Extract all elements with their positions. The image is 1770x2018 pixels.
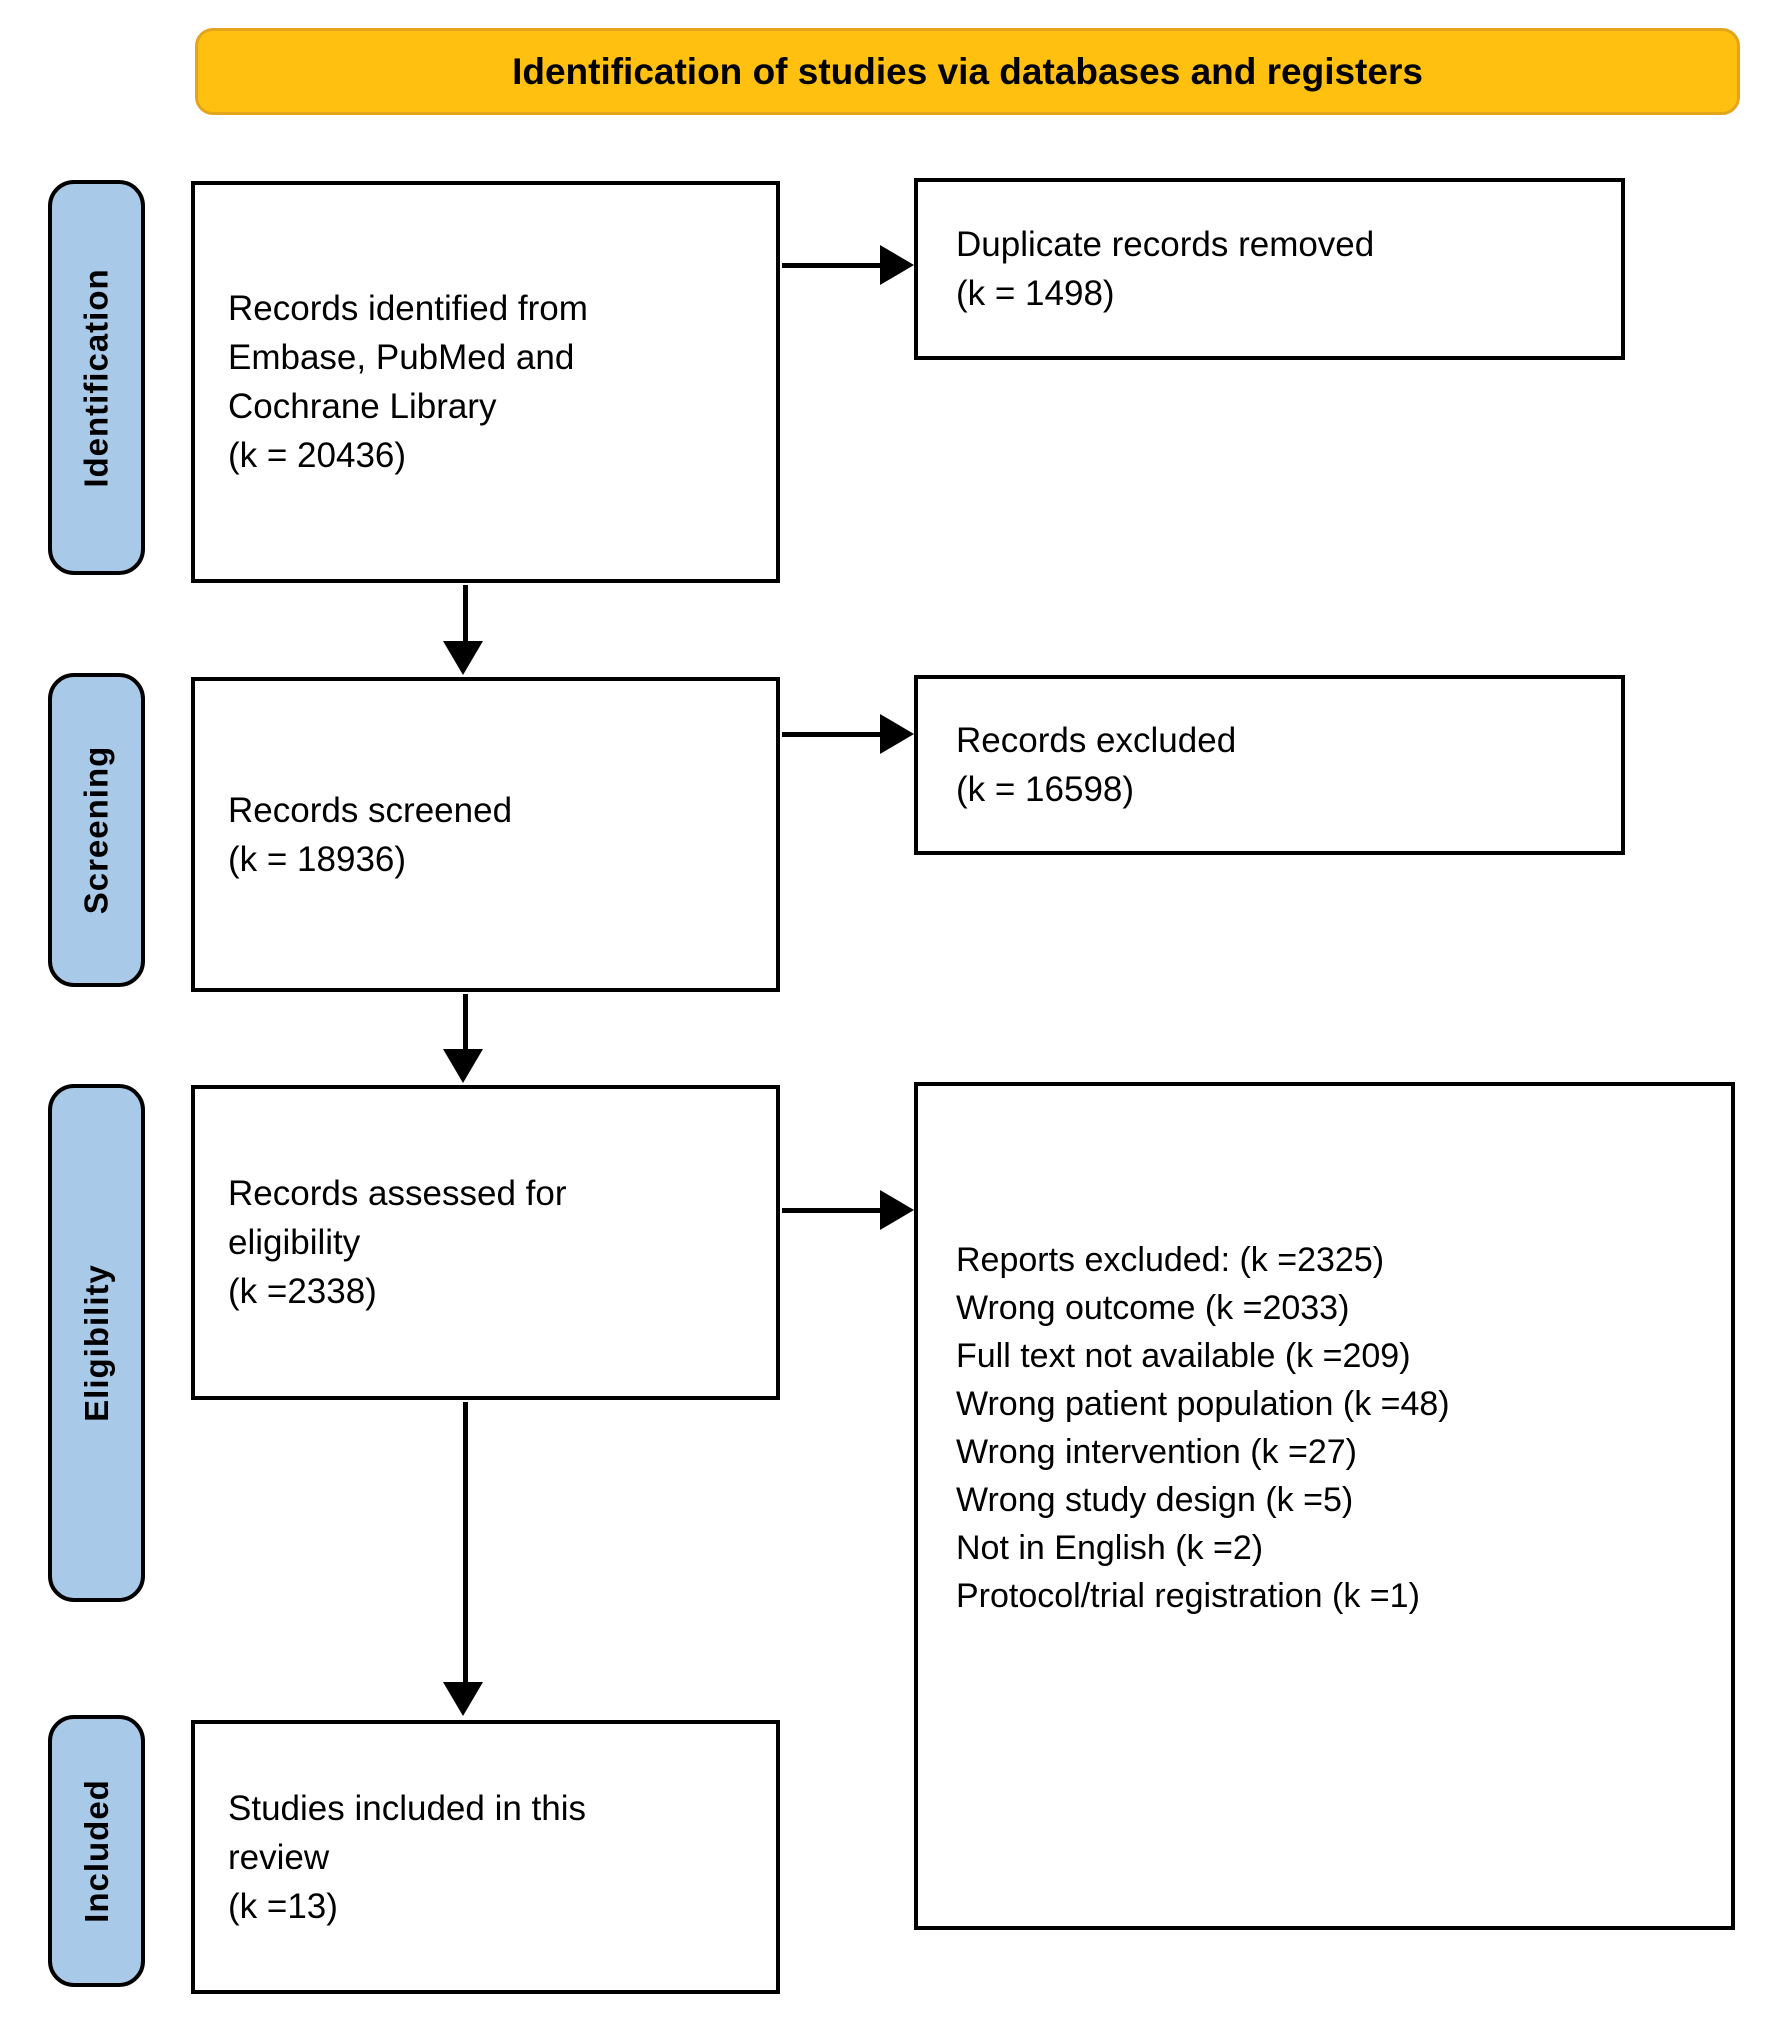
- title-banner: Identification of studies via databases …: [195, 28, 1740, 115]
- stage-eligibility-label: Eligibility: [77, 1264, 115, 1422]
- reports-excluded-line: Wrong patient population (k =48): [956, 1385, 1450, 1423]
- arrow-screened-to-excluded-head: [880, 714, 914, 754]
- arrow-assessed-to-reports-head: [880, 1190, 914, 1230]
- reports-excluded-line: Protocol/trial registration (k =1): [956, 1577, 1420, 1615]
- arrow-identified-to-screened-head: [443, 641, 483, 675]
- box-records-excluded: Records excluded (k = 16598): [914, 675, 1625, 855]
- box-records-assessed: Records assessed for eligibility (k =233…: [191, 1085, 780, 1400]
- box-studies-included-text: Studies included in this review (k =13): [228, 1788, 586, 1926]
- reports-excluded-line: Wrong outcome (k =2033): [956, 1289, 1350, 1327]
- box-duplicate-records-removed: Duplicate records removed (k = 1498): [914, 178, 1625, 360]
- stage-screening: Screening: [48, 673, 145, 987]
- arrow-identified-to-duplicates-line: [782, 263, 882, 268]
- reports-excluded-line: Reports excluded: (k =2325): [956, 1241, 1385, 1279]
- box-records-assessed-text: Records assessed for eligibility (k =233…: [228, 1174, 567, 1311]
- box-records-excluded-text: Records excluded (k = 16598): [956, 721, 1237, 809]
- box-reports-excluded-lines: Reports excluded: (k =2325) Wrong outcom…: [956, 1236, 1450, 1620]
- box-records-identified-text: Records identified from Embase, PubMed a…: [228, 289, 588, 475]
- arrow-assessed-to-included-head: [443, 1682, 483, 1716]
- stage-included-label: Included: [77, 1779, 115, 1923]
- stage-eligibility: Eligibility: [48, 1084, 145, 1602]
- reports-excluded-line: Full text not available (k =209): [956, 1337, 1411, 1375]
- reports-excluded-line: Wrong intervention (k =27): [956, 1433, 1357, 1471]
- reports-excluded-line: Not in English (k =2): [956, 1529, 1264, 1567]
- arrow-screened-to-assessed-line: [463, 994, 468, 1051]
- arrow-identified-to-screened-line: [463, 585, 468, 643]
- arrow-screened-to-excluded-line: [782, 732, 882, 737]
- stage-identification-label: Identification: [77, 267, 115, 488]
- arrow-identified-to-duplicates-head: [880, 245, 914, 285]
- stage-screening-label: Screening: [77, 745, 115, 915]
- box-studies-included: Studies included in this review (k =13): [191, 1720, 780, 1994]
- box-duplicate-records-removed-text: Duplicate records removed (k = 1498): [956, 225, 1375, 313]
- box-records-screened: Records screened (k = 18936): [191, 677, 780, 992]
- title-banner-label: Identification of studies via databases …: [512, 50, 1423, 92]
- reports-excluded-line: Wrong study design (k =5): [956, 1481, 1354, 1519]
- box-records-identified: Records identified from Embase, PubMed a…: [191, 181, 780, 583]
- arrow-screened-to-assessed-head: [443, 1049, 483, 1083]
- arrow-assessed-to-reports-line: [782, 1208, 882, 1213]
- box-reports-excluded: Reports excluded: (k =2325) Wrong outcom…: [914, 1082, 1735, 1930]
- stage-included: Included: [48, 1715, 145, 1987]
- stage-identification: Identification: [48, 180, 145, 575]
- arrow-assessed-to-included-line: [463, 1402, 468, 1684]
- box-records-screened-text: Records screened (k = 18936): [228, 790, 513, 879]
